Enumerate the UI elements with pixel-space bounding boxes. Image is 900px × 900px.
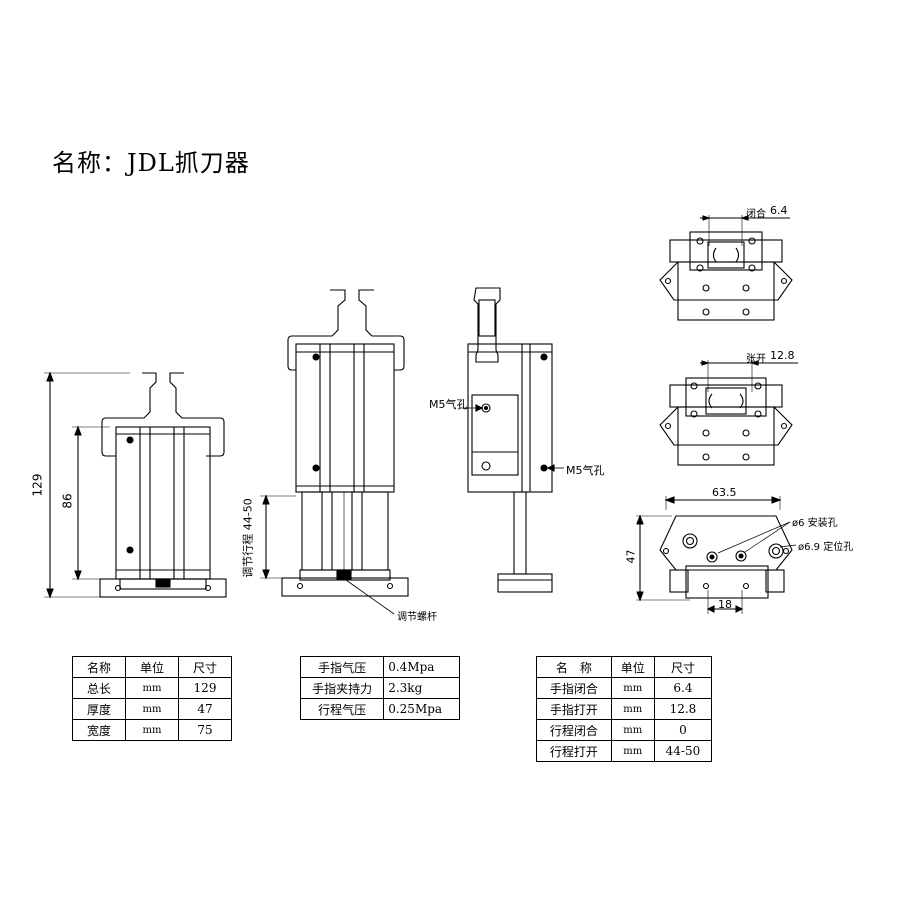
table-cell: 75 [178, 719, 232, 741]
front-view-left [44, 371, 227, 599]
label-adjust-screw: 调节螺杆 [397, 612, 437, 623]
dim-width-18: 18 [718, 598, 732, 611]
table-row: 手指气压 0.4Mpa [299, 656, 460, 678]
table-row: 宽度 mm 75 [72, 719, 232, 741]
table-header-cell: 尺寸 [178, 656, 232, 678]
table-header-row: 名称 单位 尺寸 [72, 656, 232, 678]
top-view-open [659, 360, 798, 466]
table-cell: 厚度 [72, 698, 126, 720]
table-row: 行程打开 mm 44-50 [536, 740, 713, 762]
table-cell: 总长 [72, 677, 126, 699]
table-cell: 2.3kg [383, 677, 460, 699]
spec-table-dimensions: 名称 单位 尺寸 总长 mm 129 厚度 mm 47 宽度 mm 75 [72, 656, 232, 741]
table-header-cell: 名称 [72, 656, 126, 678]
label-open: 张开 [746, 354, 766, 365]
label-hole-69: ø6.9 定位孔 [798, 542, 854, 553]
table-cell: 宽度 [72, 719, 126, 741]
dim-height-47: 47 [624, 549, 638, 564]
table-cell: 12.8 [653, 698, 713, 720]
table-cell: 行程闭合 [536, 719, 612, 741]
table-header-cell: 单位 [125, 656, 179, 678]
dim-width-63: 63.5 [712, 486, 737, 499]
table-cell: 6.4 [653, 677, 713, 699]
table-cell: mm [610, 719, 655, 741]
table-cell: 手指打开 [536, 698, 612, 720]
table-cell: 129 [178, 677, 232, 699]
table-cell: 47 [178, 698, 232, 720]
table-cell: mm [125, 719, 179, 741]
dim-adjust-stroke: 调节行程 44-50 [241, 498, 255, 578]
table-cell: mm [125, 677, 179, 699]
table-cell: mm [610, 740, 655, 762]
spec-table-pressure: 手指气压 0.4Mpa 手指夹持力 2.3kg 行程气压 0.25Mpa [299, 656, 460, 720]
table-header-row: 名 称 单位 尺寸 [536, 656, 713, 678]
table-row: 厚度 mm 47 [72, 698, 232, 720]
label-hole-6: ø6 安装孔 [792, 518, 838, 529]
label-m5-bottom: M5气孔 [566, 464, 605, 477]
table-header-cell: 单位 [610, 656, 655, 678]
top-view-closed [659, 215, 793, 321]
table-row: 行程气压 0.25Mpa [299, 698, 460, 720]
table-row: 手指打开 mm 12.8 [536, 698, 713, 720]
table-row: 手指夹持力 2.3kg [299, 677, 460, 699]
table-cell: 0 [653, 719, 713, 741]
dim-body-length: 86 [60, 493, 75, 509]
table-cell: mm [610, 698, 655, 720]
table-cell: mm [125, 698, 179, 720]
bottom-view [636, 496, 797, 614]
table-cell: 手指闭合 [536, 677, 612, 699]
front-view-middle [260, 289, 409, 615]
dim-overall-length: 129 [30, 473, 45, 497]
table-row: 行程闭合 mm 0 [536, 719, 713, 741]
table-header-cell: 名 称 [536, 656, 612, 678]
side-view [460, 287, 564, 593]
table-row: 总长 mm 129 [72, 677, 232, 699]
spec-table-stroke: 名 称 单位 尺寸 手指闭合 mm 6.4 手指打开 mm 12.8 行程闭合 … [536, 656, 713, 762]
table-row: 手指闭合 mm 6.4 [536, 677, 713, 699]
table-cell: 44-50 [653, 740, 713, 762]
table-cell: 0.25Mpa [383, 698, 460, 720]
table-cell: mm [610, 677, 655, 699]
table-cell: 手指夹持力 [299, 677, 385, 699]
table-cell: 0.4Mpa [383, 656, 460, 678]
dim-closed: 6.4 [770, 204, 788, 217]
page-title: 名称：JDL抓刀器 [52, 149, 250, 177]
table-cell: 手指气压 [299, 656, 385, 678]
table-cell: 行程气压 [299, 698, 385, 720]
table-header-cell: 尺寸 [653, 656, 713, 678]
dim-open: 12.8 [770, 349, 795, 362]
label-closed: 闭合 [746, 209, 766, 220]
table-cell: 行程打开 [536, 740, 612, 762]
label-m5-top: M5气孔 [429, 398, 468, 411]
